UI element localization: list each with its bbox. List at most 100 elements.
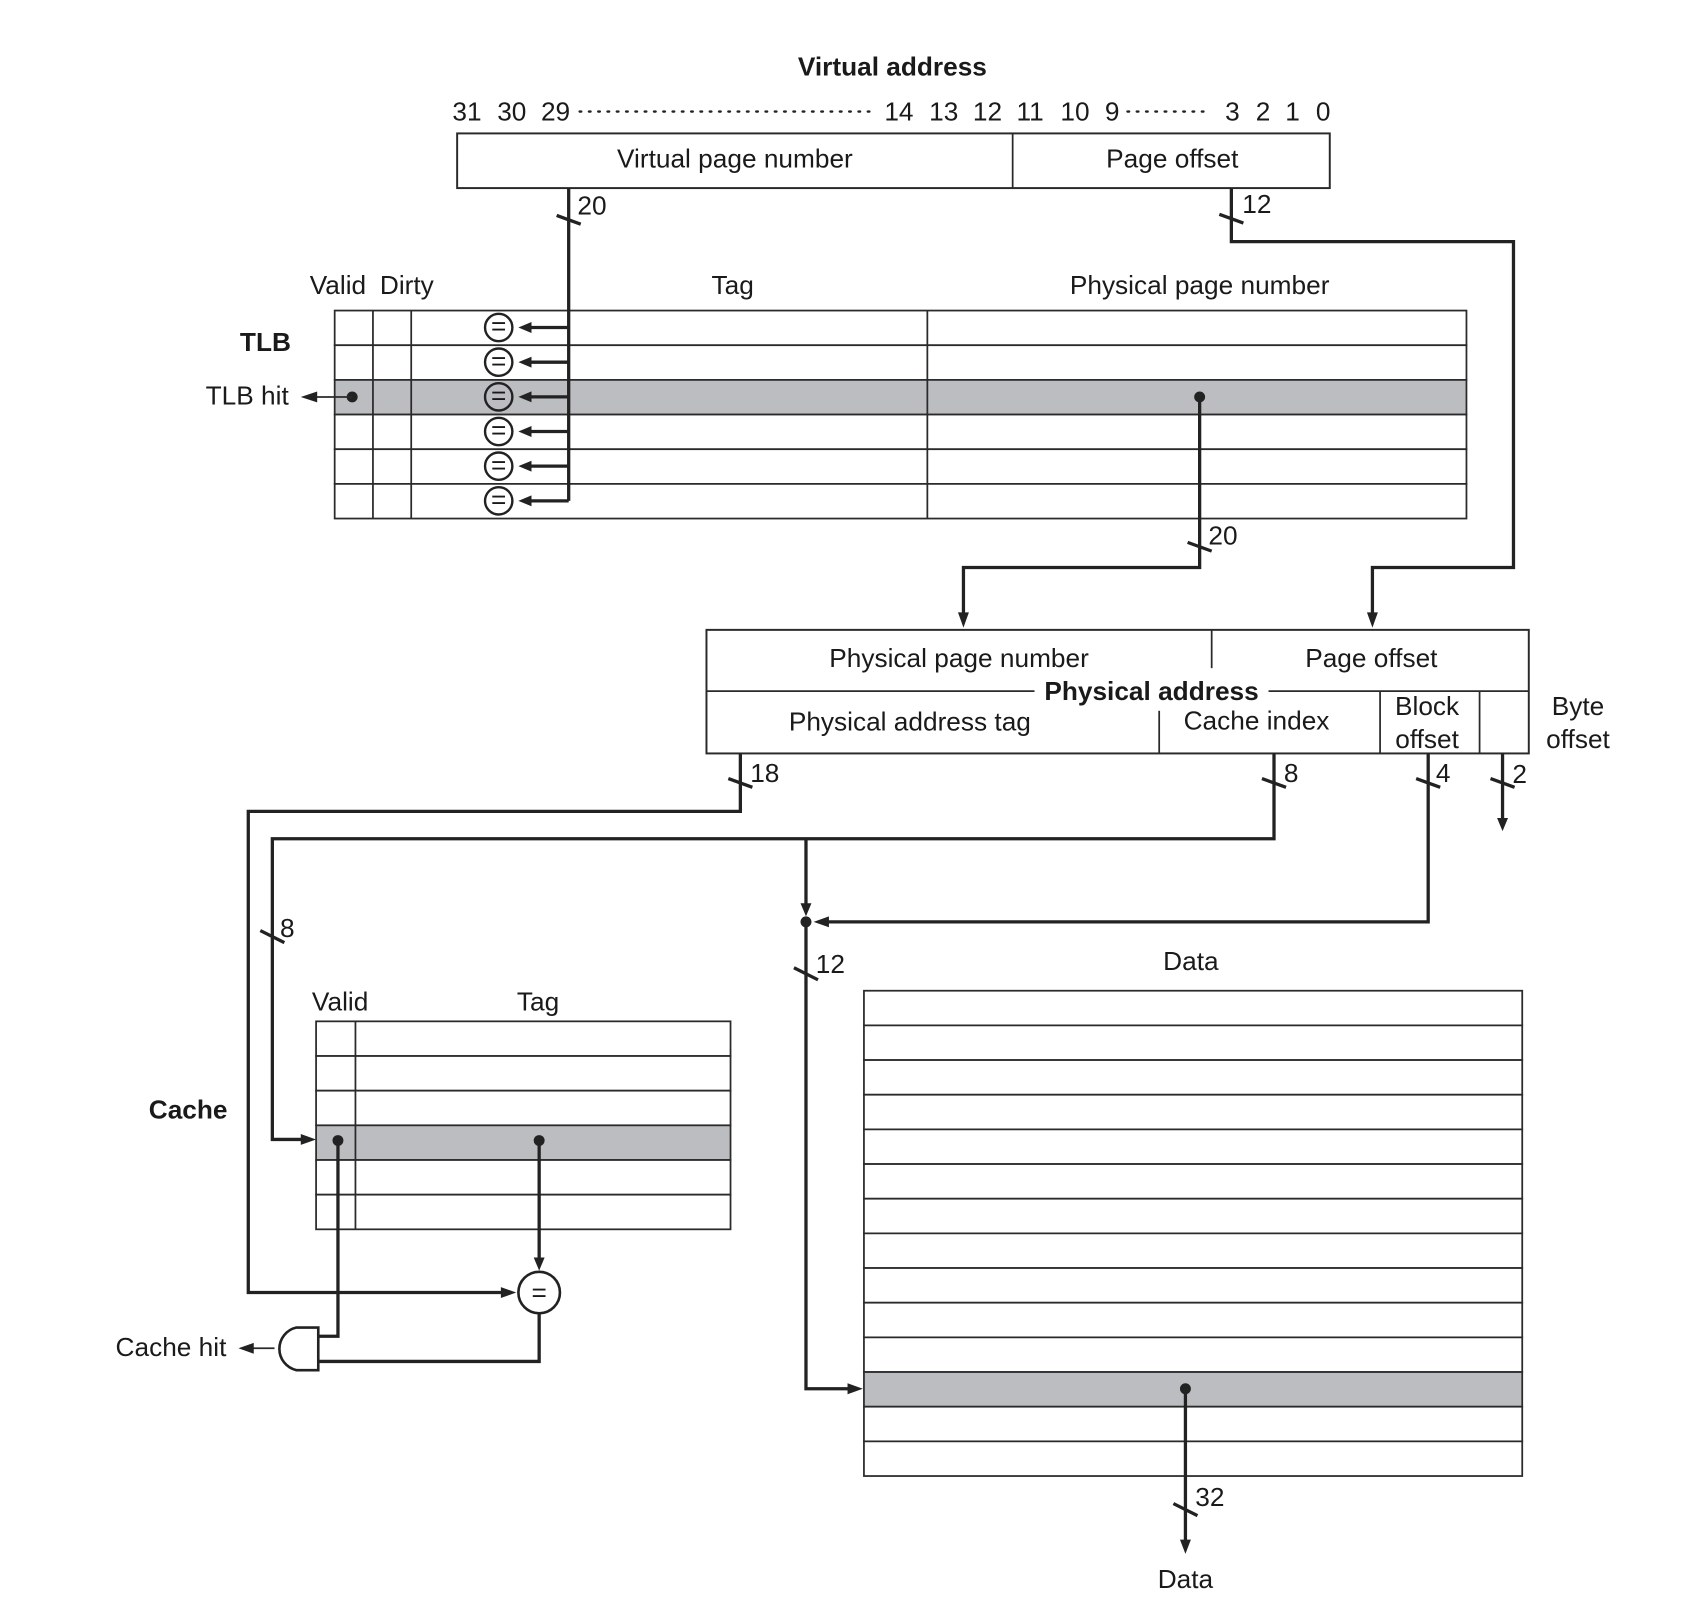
data-row-selected [863,1371,1524,1408]
data-row [863,1405,1524,1443]
bit-labels: 31 30 29 14 13 12 11 10 9 3 2 1 0 [452,96,1330,126]
tlb: Valid Dirty Tag Physical page number TLB… [206,270,1468,520]
arrowhead [800,903,812,917]
ppn-wire [961,396,1202,619]
page-offset-bus: 12 [1218,188,1516,628]
block-offset-wire [822,753,1430,924]
arrowhead [300,1133,317,1145]
comparator-out-wire [318,1313,541,1364]
byte-offset-label-line2: offset [1546,724,1610,754]
data-index-wire [804,921,853,1391]
pa-block-offset-field-line2: offset [1395,724,1459,754]
physical-address: Physical page number Page offset Physica… [705,628,1611,755]
arrowhead [533,1257,545,1271]
data-index-bus: 12 [793,916,863,1395]
tlb-col-tag: Tag [712,270,754,300]
bit-label: 11 [1017,96,1044,126]
data-row [863,1059,1524,1096]
cache-valid-wire [318,1140,340,1338]
tlb-comparators: ====== [483,311,569,516]
arrowhead [518,426,532,437]
pa-tag-wire [246,753,743,1295]
cache-col-tag: Tag [517,986,559,1016]
arrowhead [300,391,318,403]
data-row [863,1197,1524,1235]
bit-label: 29 [541,96,570,126]
cache-index-wire [270,753,1276,1142]
bit-label: 13 [929,96,958,126]
data-row [863,1267,1524,1304]
pa-ppn-field: Physical page number [829,643,1089,673]
tlb-col-ppn: Physical page number [1070,270,1330,300]
bus-width-tick [793,966,819,982]
arrowhead [518,460,532,472]
arrowhead [518,322,532,333]
bus-width-tick [1218,212,1244,225]
virtual-address-title: Virtual address [798,51,987,81]
pa-tag-field: Physical address tag [789,706,1031,736]
cache-rows [315,1020,732,1231]
bus-width-tick [1187,540,1213,553]
bit-label: 10 [1060,96,1089,126]
ppn-bus: 20 [957,391,1238,628]
pa-tag-width-label: 18 [750,758,779,788]
tlb-comparator [483,381,514,412]
tlb-comparator-symbol: = [491,311,506,341]
cache-index-bus: 8 8 [259,753,1298,1145]
tlb-hit-label: TLB hit [206,381,290,411]
tlb-col-dirty: Dirty [380,270,435,300]
bus-width-tick [727,777,753,789]
data-row [863,1128,1524,1165]
arrowhead [518,495,532,507]
cache-col-valid: Valid [312,986,368,1016]
data-row [863,1232,1524,1269]
arrowhead [518,356,532,368]
cache-hit-logic: = Cache hit [116,1135,562,1372]
tlb-comparator [483,451,514,482]
cache-row [315,1089,732,1127]
page-offset-field: Page offset [1106,143,1239,173]
data-row [863,1336,1524,1373]
tlb-label: TLB [240,327,291,357]
tlb-hit-dot [346,391,358,403]
arrowhead [1366,612,1378,628]
vpn-width-label: 20 [577,190,606,220]
arrowhead [500,1287,517,1299]
block-offset-width-label: 4 [1436,758,1451,788]
pa-tag-bus: 18 [246,753,779,1299]
data-output-width-label: 32 [1195,1482,1224,1512]
pa-cache-index-field: Cache index [1184,705,1330,735]
tlb-comparator-symbol: = [491,346,506,376]
virtual-address-register [456,132,1331,190]
arrowhead [1179,1539,1191,1554]
bit-label: 3 [1225,96,1240,126]
byte-offset-bus: 2 [1489,753,1527,832]
arrowhead [1497,817,1509,832]
bit-label: 12 [973,96,1002,126]
ppn-width-label: 20 [1208,521,1237,551]
arrowhead [238,1342,254,1354]
cache-tag-array: Cache Valid Tag [149,986,732,1231]
byte-offset-label-line1: Byte [1552,691,1604,721]
tlb-comparator [483,485,514,516]
bus-width-tick [1261,777,1287,789]
cache-row [315,1193,732,1231]
arrowhead [957,612,969,628]
pa-block-offset-field-line1: Block [1395,691,1460,721]
bus-width-tick [259,929,286,945]
and-gate [278,1326,320,1372]
bus-width-tick [1489,777,1516,789]
tlb-col-valid: Valid [310,270,366,300]
bus-width-tick [1415,777,1441,789]
cache-index-width-label-2: 8 [280,913,295,943]
bit-label: 9 [1105,96,1120,126]
arrowhead [813,916,829,928]
cache-label: Cache [149,1095,228,1125]
page-offset-width-label: 12 [1242,189,1271,219]
tlb-comparator-symbol: = [491,380,506,410]
bus-width-tick [556,213,582,226]
data-array-title: Data [1163,946,1219,976]
data-row [863,989,1524,1027]
data-index-width-label: 12 [816,949,845,979]
